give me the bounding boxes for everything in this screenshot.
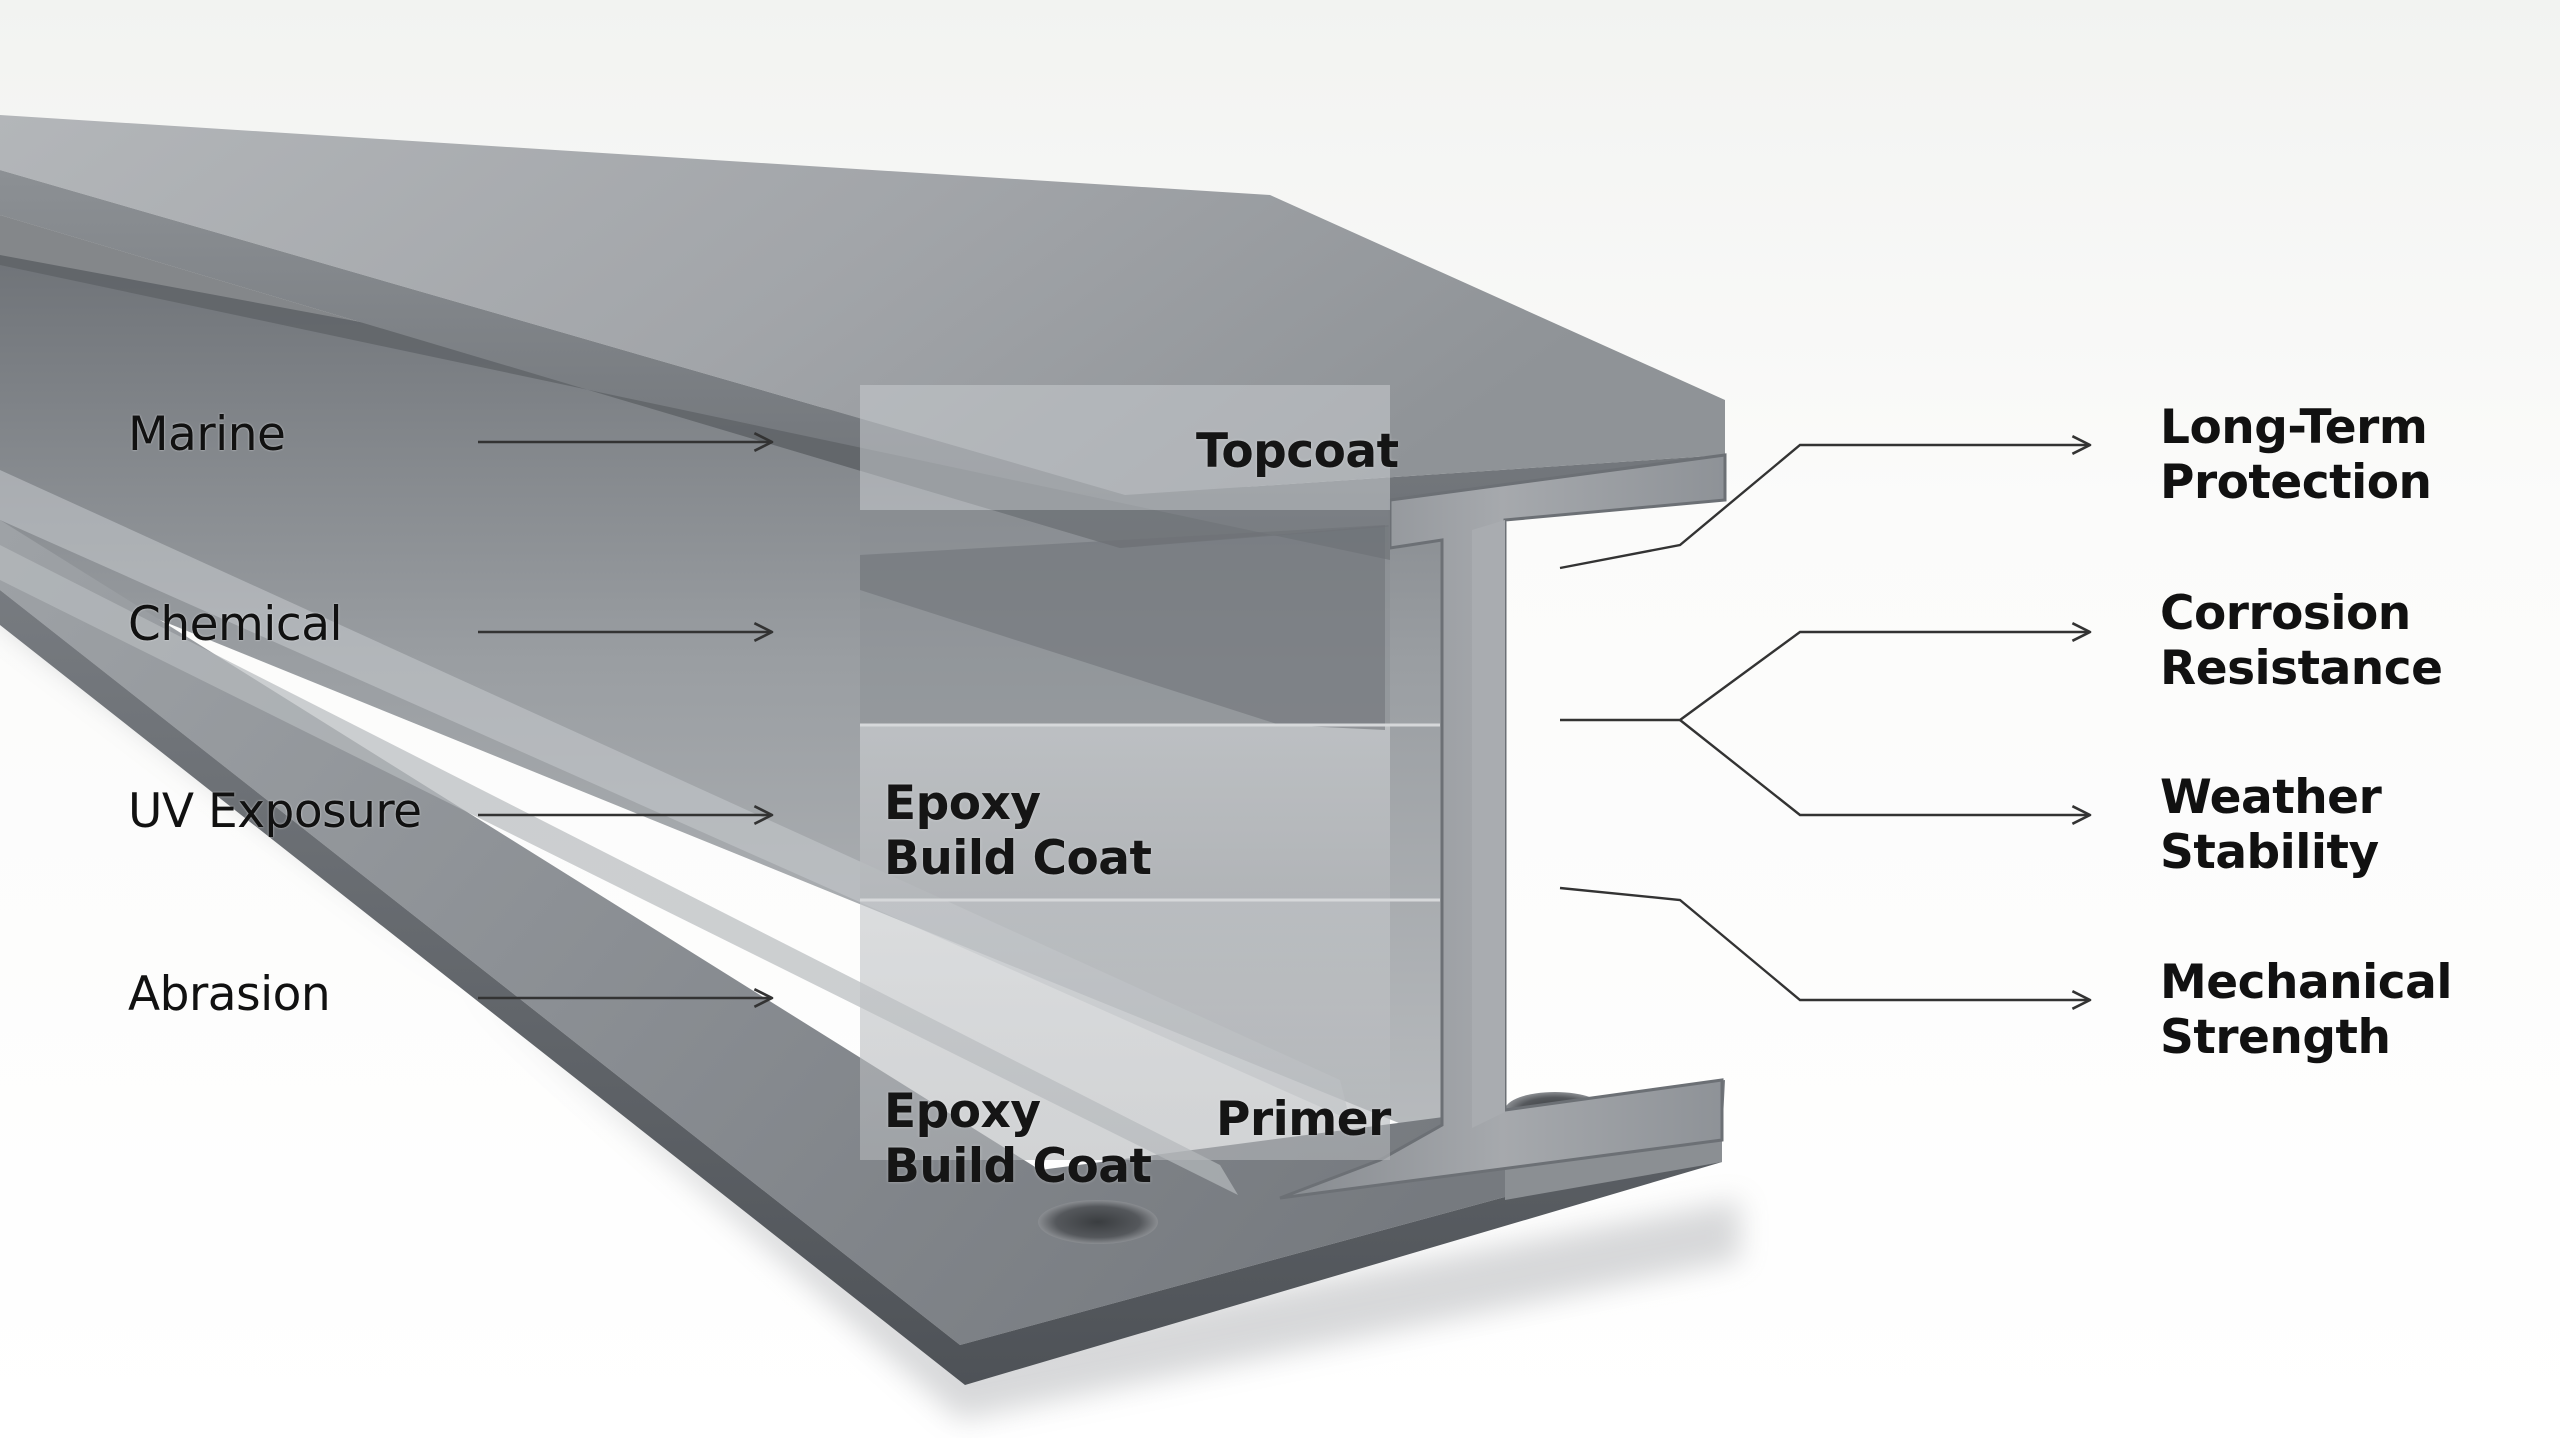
layer-label-epoxy-lower-line-2: Build Coat bbox=[884, 1138, 1152, 1194]
benefit-label-mechanical-strength: Mechanical Strength bbox=[2160, 955, 2452, 1065]
layer-label-primer: Primer bbox=[1216, 1092, 1391, 1147]
exposure-label-marine: Marine bbox=[128, 407, 286, 462]
exposure-label-abrasion: Abrasion bbox=[128, 967, 331, 1022]
coating-step bbox=[860, 525, 1385, 730]
layer-label-topcoat: Topcoat bbox=[1196, 424, 1399, 479]
coating-topcoat-band bbox=[860, 385, 1390, 510]
benefit-weather-line-1: Weather bbox=[2160, 770, 2382, 825]
benefit-long-term-line-1: Long-Term bbox=[2160, 400, 2428, 455]
leader-weather-stability bbox=[1679, 719, 2092, 825]
benefit-label-corrosion-resistance: Corrosion Resistance bbox=[2160, 586, 2443, 696]
section-web-face bbox=[1472, 520, 1505, 1128]
benefit-label-weather-stability: Weather Stability bbox=[2160, 770, 2382, 880]
benefit-mechanical-line-1: Mechanical bbox=[2160, 955, 2452, 1010]
benefit-corrosion-line-1: Corrosion bbox=[2160, 586, 2411, 641]
layer-label-epoxy-upper-line-2: Build Coat bbox=[884, 830, 1152, 886]
layer-label-epoxy-lower: Epoxy Build Coat bbox=[884, 1084, 1152, 1194]
bolt-hole-1 bbox=[1038, 1200, 1158, 1244]
benefit-mechanical-line-2: Strength bbox=[2160, 1009, 2391, 1065]
coating-epoxy-band-1 bbox=[860, 725, 1390, 900]
leader-mechanical-strength bbox=[1559, 886, 2092, 1010]
layer-label-epoxy-upper: Epoxy Build Coat bbox=[884, 776, 1152, 886]
benefit-label-long-term-protection: Long-Term Protection bbox=[2160, 400, 2432, 510]
layer-label-epoxy-lower-line-1: Epoxy bbox=[884, 1084, 1041, 1139]
exposure-label-chemical: Chemical bbox=[128, 597, 343, 652]
layer-label-epoxy-upper-line-1: Epoxy bbox=[884, 776, 1041, 831]
leader-long-term-protection bbox=[1559, 435, 2092, 570]
exposure-label-uv-exposure: UV Exposure bbox=[128, 784, 422, 839]
benefit-long-term-line-2: Protection bbox=[2160, 454, 2432, 510]
coating-epoxy-band-2 bbox=[860, 900, 1390, 1160]
leader-corrosion-resistance bbox=[1560, 622, 2092, 722]
benefit-weather-line-2: Stability bbox=[2160, 824, 2379, 880]
benefit-corrosion-line-2: Resistance bbox=[2160, 640, 2443, 696]
